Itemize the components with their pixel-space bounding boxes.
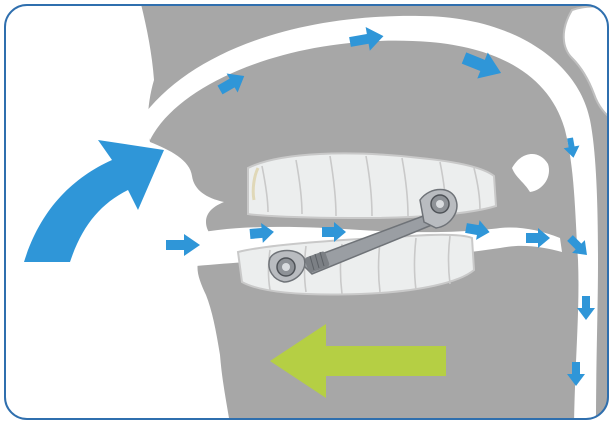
arrow-right-icon bbox=[349, 27, 384, 51]
arrow-right-icon bbox=[461, 52, 502, 79]
arrow-right-icon bbox=[166, 234, 200, 256]
arrow-right-icon bbox=[563, 137, 580, 158]
curved-arrow-icon bbox=[24, 140, 164, 262]
arrow-left-icon bbox=[270, 324, 446, 398]
arrow-right-icon bbox=[217, 73, 245, 95]
arrow-right-icon bbox=[322, 222, 346, 242]
soft-palate bbox=[512, 153, 550, 192]
arrow-right-icon bbox=[249, 222, 274, 243]
arrow-right-icon bbox=[567, 235, 587, 255]
arrow-right-icon bbox=[567, 362, 585, 386]
airflow-arrows bbox=[166, 27, 595, 386]
arrow-right-icon bbox=[465, 220, 490, 240]
upper-dental-splint bbox=[247, 152, 498, 220]
lower-dental-splint bbox=[236, 233, 476, 296]
frame-border bbox=[4, 4, 609, 420]
arrow-right-icon bbox=[577, 296, 595, 320]
advancement-rod bbox=[268, 188, 458, 283]
arrow-right-icon bbox=[526, 228, 550, 248]
